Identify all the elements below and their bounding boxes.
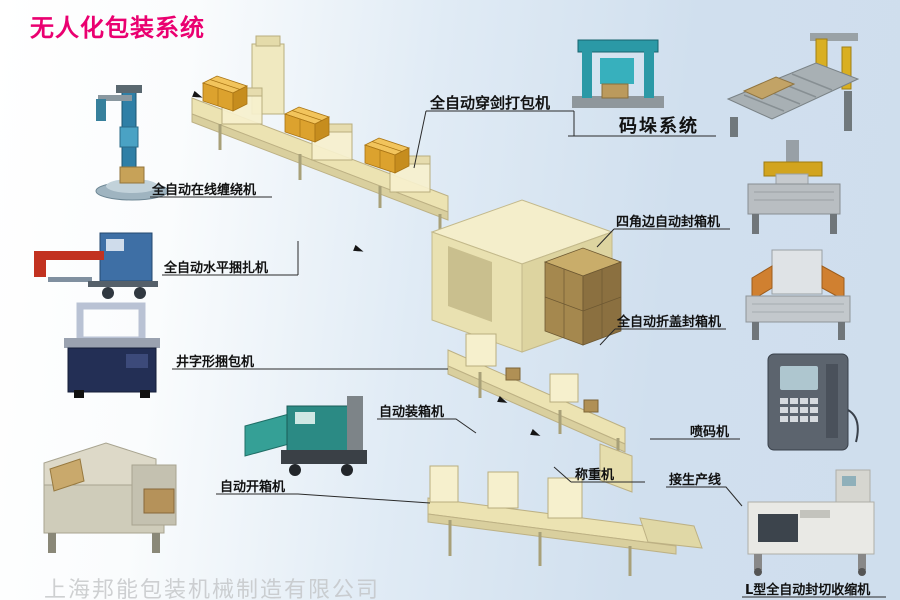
label-weighing-machine: 称重机	[575, 468, 615, 483]
label-l-type-shrink-wrapper: L型全自动封切收缩机	[745, 583, 871, 598]
watermark: 上海邦能包装机械制造有限公司	[44, 578, 381, 600]
label-four-corner-sealer: 四角边自动封箱机	[616, 215, 721, 230]
flow-arrow-icon: ►	[352, 241, 367, 259]
photo-four-corner-sealer	[736, 138, 856, 238]
photo-l-type-shrink-wrapper	[740, 458, 888, 578]
label-flap-fold-sealer: 全自动折盖封箱机	[617, 315, 722, 330]
label-well-type-strapper: 井字形捆包机	[176, 355, 255, 370]
label-production-line-link: 接生产线	[669, 473, 722, 488]
page-title: 无人化包装系统	[30, 14, 205, 42]
label-sword-strapper: 全自动穿剑打包机	[430, 94, 551, 112]
photo-palletizing-system	[724, 33, 874, 143]
photo-case-erector	[36, 425, 188, 558]
photo-inkjet-printer	[752, 350, 862, 458]
label-online-wrapper: 全自动在线缠绕机	[152, 183, 257, 198]
photo-palletizer-small	[572, 36, 668, 116]
flow-arrow-icon: ►	[528, 425, 543, 443]
photo-case-packer	[243, 392, 391, 480]
photo-well-type-strapper	[56, 302, 168, 400]
photo-flap-fold-sealer	[738, 244, 860, 344]
photo-horizontal-strapper	[28, 225, 160, 303]
label-case-packer: 自动装箱机	[379, 405, 445, 420]
label-palletizing-system: 码垛系统	[619, 116, 699, 137]
pallet-carton-stack	[543, 247, 623, 346]
label-inkjet-printer: 喷码机	[690, 425, 730, 440]
bottom-conveyor	[427, 465, 703, 576]
label-horizontal-strapper: 全自动水平捆扎机	[164, 261, 269, 276]
label-case-erector: 自动开箱机	[220, 480, 286, 495]
